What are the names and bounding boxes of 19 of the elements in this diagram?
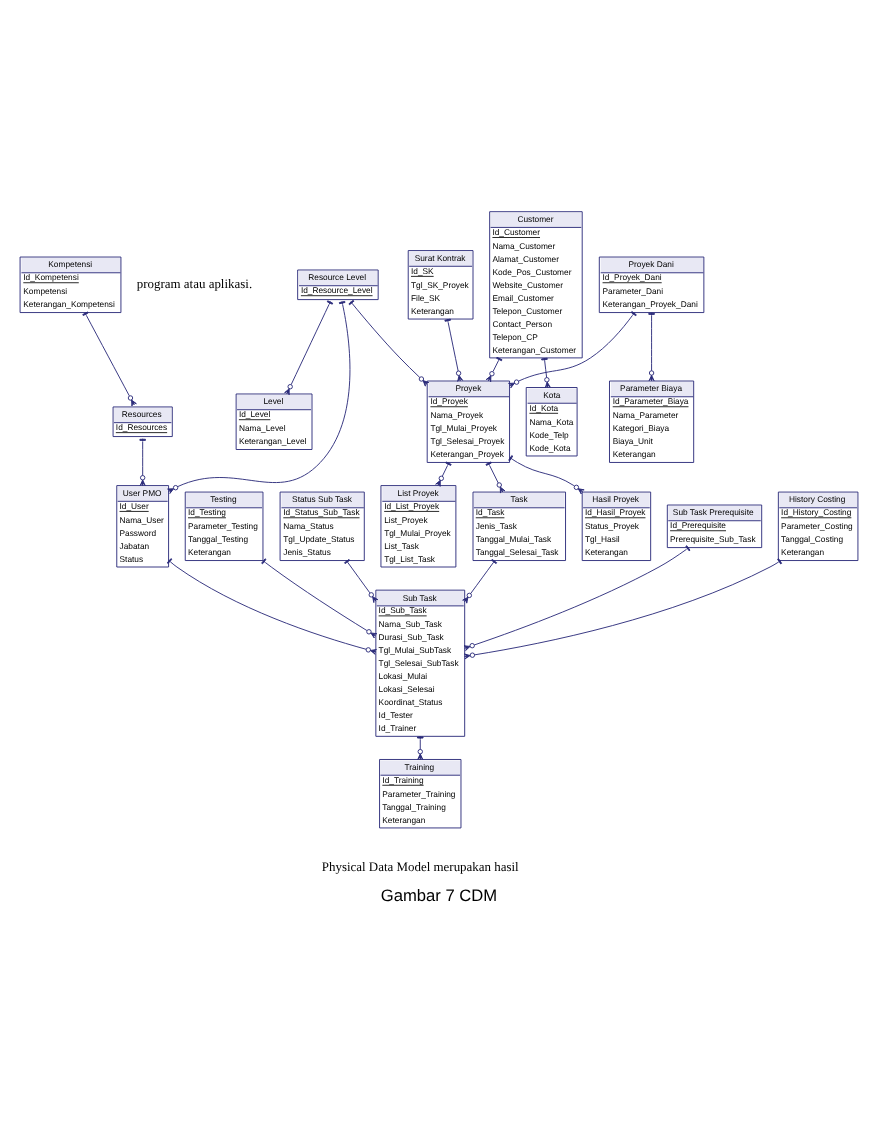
- connector: [284, 300, 334, 396]
- connector: [462, 558, 498, 604]
- connector: [261, 558, 378, 639]
- connector: [541, 357, 551, 389]
- connector: [167, 300, 351, 494]
- connector: [417, 735, 424, 760]
- connector: [463, 545, 691, 651]
- connector: [648, 312, 655, 382]
- connector: [166, 558, 377, 655]
- connector: [435, 461, 452, 487]
- connector: [508, 455, 585, 495]
- connector: [348, 299, 430, 387]
- connector: [463, 558, 783, 660]
- connector: [485, 356, 503, 383]
- connector: [344, 558, 379, 604]
- caption: Gambar 7 CDM: [380, 885, 498, 906]
- connector: [508, 311, 637, 389]
- connector: [82, 311, 137, 407]
- connector: [444, 318, 464, 382]
